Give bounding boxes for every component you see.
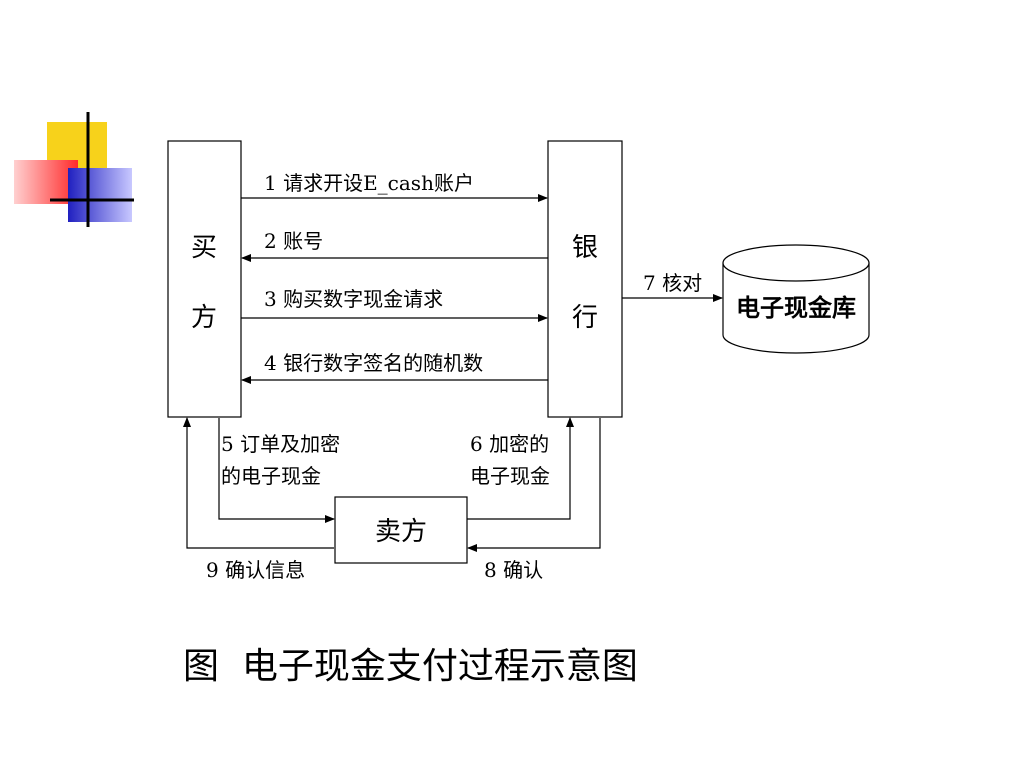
message-5-arrow: 5 订单及加密 的电子现金 [218,418,340,523]
message-5-label-line2: 的电子现金 [221,464,321,488]
seller-box: 卖方 [334,496,468,564]
bank-label-2: 行 [572,303,598,333]
cash-db-label: 电子现金库 [736,293,856,322]
figure-caption: 图 电子现金支付过程示意图 [183,646,638,687]
buyer-label-1: 买 [191,233,217,263]
seller-label: 卖方 [375,517,427,547]
buyer-box: 买 方 [167,140,242,418]
bank-label-1: 银 [572,233,598,263]
message-6-label-line1: 6 加密的 [470,432,549,456]
message-4-arrow: 4 银行数字签名的随机数 [241,351,548,384]
red-square [14,160,78,204]
message-9-label: 9 确认信息 [206,558,305,582]
buyer-label-2: 方 [191,303,217,333]
message-7-label: 7 核对 [643,271,702,295]
message-6-arrow: 6 加密的 电子现金 [467,417,574,520]
message-8-arrow: 8 确认 [467,418,601,582]
message-8-label: 8 确认 [484,558,543,582]
slide-bullet-squares [14,112,134,227]
bank-box: 银 行 [547,140,623,418]
message-2-label: 2 账号 [264,229,323,253]
message-9-arrow: 9 确认信息 [183,417,334,582]
blue-square [68,168,132,222]
message-6-label-line2: 电子现金 [470,464,550,488]
message-3-arrow: 3 购买数字现金请求 [241,287,548,322]
message-4-label: 4 银行数字签名的随机数 [264,351,483,375]
message-1-label: 1 请求开设E_cash账户 [264,171,474,195]
message-1-arrow: 1 请求开设E_cash账户 [241,171,548,202]
message-2-arrow: 2 账号 [241,229,548,262]
message-3-label: 3 购买数字现金请求 [264,287,443,311]
cash-database-cylinder: 电子现金库 [722,244,870,354]
message-5-label-line1: 5 订单及加密 [221,432,340,456]
message-7-arrow: 7 核对 [622,271,723,302]
